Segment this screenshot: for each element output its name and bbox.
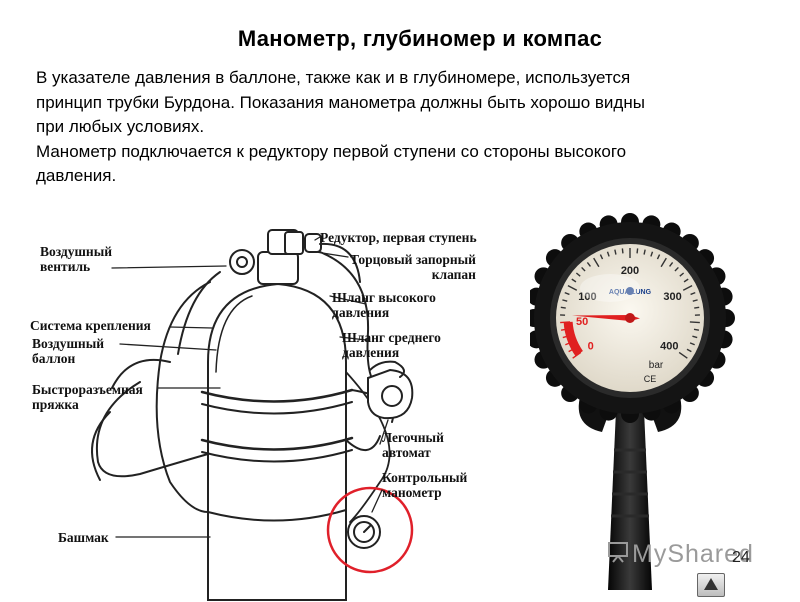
label-line: Легочный xyxy=(382,430,444,445)
gauge-tick xyxy=(690,322,700,323)
label-line: Воздушный xyxy=(32,336,104,351)
tick-label: 0 xyxy=(588,341,594,353)
label-lung-regulator: Легочный автомат xyxy=(382,430,444,460)
label-mp-hose: Шланг среднего давления xyxy=(342,330,441,360)
ce-mark: CE xyxy=(644,374,657,384)
label-line: давления xyxy=(332,305,436,320)
tick-label: 200 xyxy=(621,265,639,277)
label-regulator-first-stage: Редуктор, первая ступень xyxy=(320,230,477,245)
label-mount-system: Система крепления xyxy=(30,318,151,333)
page-title: Манометр, глубиномер и компас xyxy=(0,26,800,52)
needle-hub xyxy=(625,313,635,323)
label-line: Шланг среднего xyxy=(342,330,441,345)
label-air-cylinder: Воздушный баллон xyxy=(32,336,104,366)
gauge-tick xyxy=(637,248,638,253)
label-quick-buckle: Быстроразъемная пряжка xyxy=(32,382,143,412)
paragraph-line: принцип трубки Бурдона. Показания маноме… xyxy=(36,91,776,116)
gauge-tick xyxy=(561,307,566,308)
gauge-tick xyxy=(622,248,623,253)
label-boot: Башмак xyxy=(58,530,109,545)
label-line: давления xyxy=(342,345,441,360)
label-line: Торцовый запорный xyxy=(350,252,476,267)
gauge-tick xyxy=(561,329,566,330)
label-line: автомат xyxy=(382,445,444,460)
label-line: Контрольный xyxy=(382,470,467,485)
tick-label: 300 xyxy=(663,291,681,303)
body-paragraph: В указателе давления в баллоне, также ка… xyxy=(36,66,776,189)
label-line: манометр xyxy=(382,485,467,500)
label-air-valve: Воздушный вентиль xyxy=(40,244,112,274)
label-line: вентиль xyxy=(40,259,112,274)
nav-up-button[interactable] xyxy=(697,573,725,597)
label-line: Шланг высокого xyxy=(332,290,436,305)
gauge-unit: bar xyxy=(649,360,664,371)
label-control-gauge: Контрольный манометр xyxy=(382,470,467,500)
tick-label: 400 xyxy=(660,341,678,353)
label-end-valve: Торцовый запорный клапан xyxy=(350,252,476,282)
page-number: 24 xyxy=(732,549,750,567)
gauge-tick xyxy=(694,329,699,330)
gauge-tick xyxy=(694,307,699,308)
label-line: баллон xyxy=(32,351,104,366)
gauge-tick xyxy=(560,322,570,323)
paragraph-line: давления. xyxy=(36,164,776,189)
label-line: Быстроразъемная xyxy=(32,382,143,397)
label-hp-hose: Шланг высокого давления xyxy=(332,290,436,320)
label-line: пряжка xyxy=(32,397,143,412)
paragraph-line: В указателе давления в баллоне, также ка… xyxy=(36,66,776,91)
presentation-icon xyxy=(607,541,629,563)
label-line: клапан xyxy=(350,267,476,282)
paragraph-line: Манометр подключается к редуктору первой… xyxy=(36,140,776,165)
tick-label: 50 xyxy=(576,316,588,328)
label-line: Воздушный xyxy=(40,244,112,259)
paragraph-line: при любых условиях. xyxy=(36,115,776,140)
scuba-diagram: Воздушный вентиль Система крепления Возд… xyxy=(20,212,520,602)
triangle-up-icon xyxy=(698,574,724,596)
